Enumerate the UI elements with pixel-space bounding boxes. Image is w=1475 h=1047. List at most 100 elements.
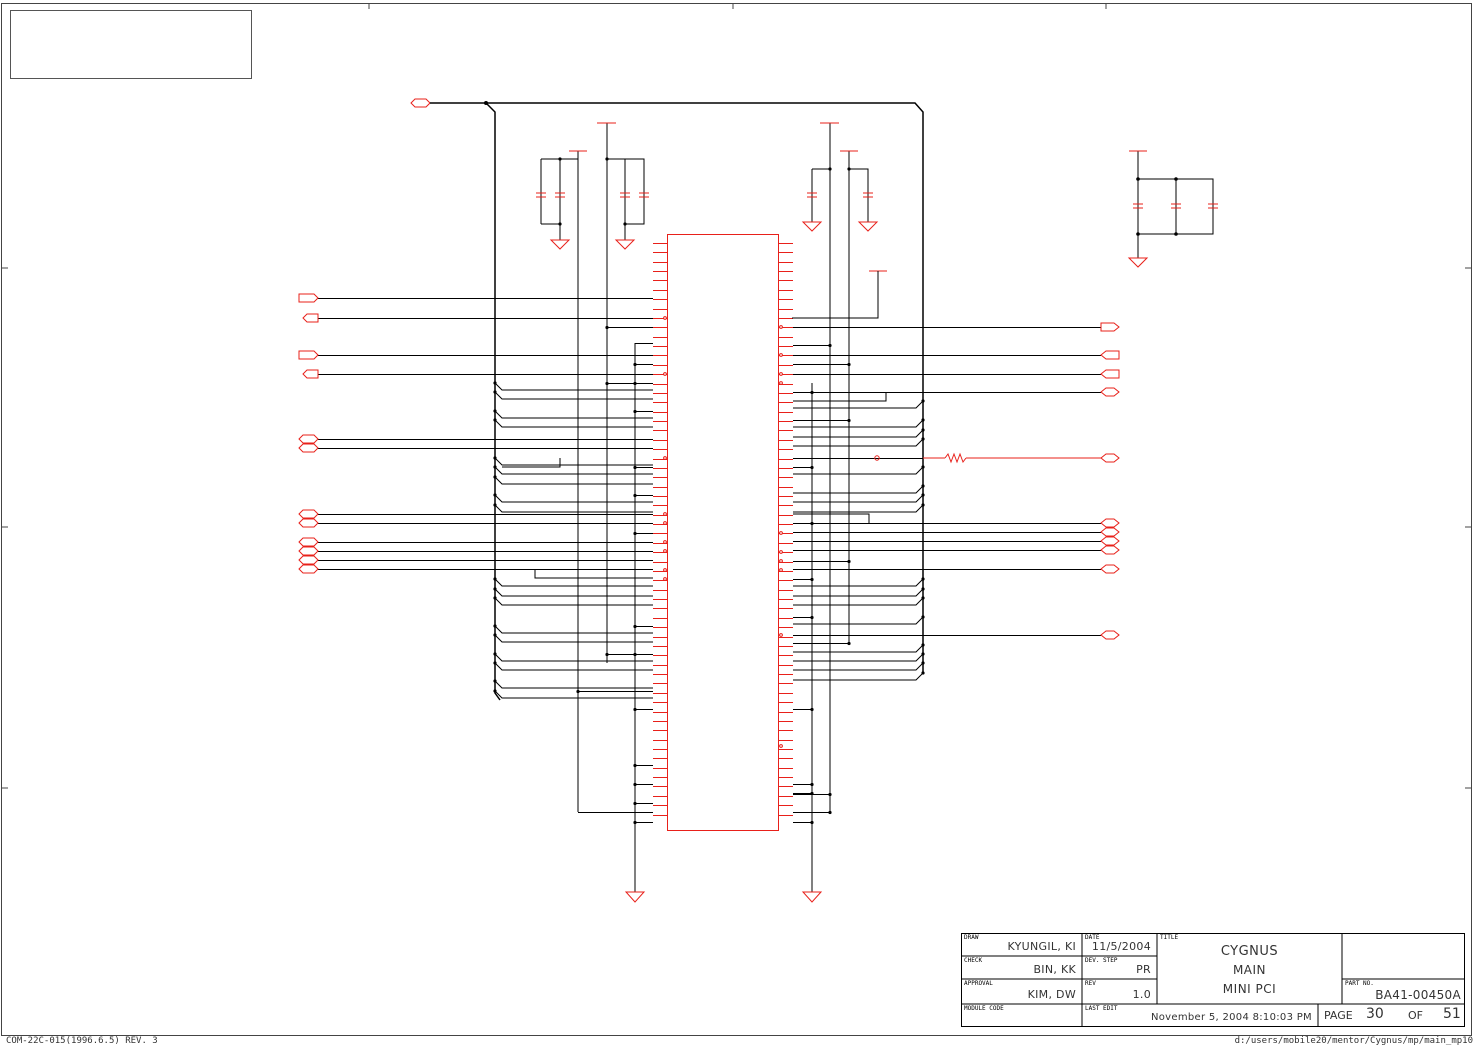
form-code: COM-22C-015(1996.6.5) REV. 3 (6, 1036, 158, 1046)
offpage-connector (298, 546, 319, 556)
approval-value: KIM, DW (1027, 988, 1076, 1001)
rev-header: REV (1085, 980, 1096, 987)
offpage-connector (1100, 369, 1120, 379)
pin-bubble (663, 549, 667, 553)
part-no-header: PART NO. (1345, 980, 1374, 987)
bus-tap (494, 662, 653, 671)
check-value: BIN, KK (1033, 963, 1076, 976)
offpage-connector (1100, 527, 1120, 537)
junction (828, 810, 832, 815)
mini-pci-connector-body (667, 234, 779, 831)
offpage-connector (1100, 350, 1120, 360)
connector-pins-left (653, 243, 667, 816)
pin-bubble (779, 744, 783, 748)
draw-cell: DRAW KYUNGIL, KI (961, 933, 1082, 956)
offpage-connector (1100, 387, 1120, 397)
decoupling-caps-right-symbols (801, 122, 887, 272)
pin-bubble (779, 550, 783, 554)
pin-bubble (779, 325, 783, 329)
check-header: CHECK (964, 957, 983, 964)
bus-tap (494, 588, 653, 597)
bus-tap (793, 653, 924, 662)
pin-bubble (663, 577, 667, 581)
offpage-connector (1100, 322, 1120, 332)
offpage-connector (1100, 453, 1120, 463)
last-edit-header: LAST EDIT (1085, 1005, 1118, 1012)
offpage-connector (298, 555, 319, 565)
dev-step-cell: DEV. STEP PR (1082, 956, 1157, 979)
approval-header: APPROVAL (964, 980, 993, 987)
junction-dots (493, 157, 925, 825)
offpage-connectors-right (1100, 322, 1120, 640)
bus-tap (494, 476, 653, 485)
bus-tap (793, 672, 924, 681)
bus-tap (793, 494, 924, 503)
pin-bubble (663, 316, 667, 320)
pullup-wire (792, 271, 879, 319)
pin-bubble (779, 633, 783, 637)
title-line-1: CYGNUS (1220, 944, 1279, 959)
bus-tap (494, 634, 653, 643)
bus-tap (793, 578, 924, 587)
bus-tap (793, 662, 924, 671)
bus-tap (494, 466, 653, 475)
sheet-border (1, 3, 1472, 1036)
bus-tap (793, 429, 924, 438)
bus-tap (494, 419, 653, 428)
signal-wire (793, 513, 870, 523)
pin-bubble (663, 521, 667, 525)
pin-bubble (663, 568, 667, 572)
module-code-cell: MODULE CODE (961, 1004, 1082, 1026)
offpage-connector (298, 443, 319, 453)
bus-tap (494, 690, 653, 699)
offpage-connector (298, 537, 319, 547)
date-header: DATE (1085, 934, 1100, 941)
page-number: 30 (1366, 1006, 1384, 1022)
series-resistor (874, 452, 1101, 464)
offpage-connector (1100, 518, 1120, 528)
offpage-connector (298, 434, 319, 444)
offpage-connectors-left (298, 293, 319, 574)
pin-bubble (779, 381, 783, 385)
page-label: PAGE (1324, 1009, 1353, 1022)
bus-tap (793, 466, 924, 475)
bus-tap (793, 616, 924, 625)
date-cell: DATE 11/5/2004 (1082, 933, 1157, 956)
bus-tap (494, 504, 653, 513)
offpage-connector (298, 509, 319, 519)
offpage-connector (1100, 564, 1120, 574)
pin-bubble (663, 456, 667, 460)
decoupling-caps-left-symbols (536, 122, 649, 250)
offpage-connector (302, 369, 319, 379)
bus-tap (793, 485, 924, 494)
offpage-connector (298, 518, 319, 528)
offpage-connector (1100, 545, 1120, 555)
bus-tap (494, 625, 653, 634)
check-cell: CHECK BIN, KK (961, 956, 1082, 979)
notes-box (10, 10, 252, 79)
pin-bubble (663, 540, 667, 544)
title-cell: TITLE CYGNUS MAIN MINI PCI (1157, 933, 1342, 1004)
offpage-connector (1100, 630, 1120, 640)
page-total: 51 (1443, 1006, 1461, 1022)
approval-cell: APPROVAL KIM, DW (961, 979, 1082, 1004)
bus-tap (494, 597, 653, 606)
draw-header: DRAW (964, 934, 979, 941)
file-path: d:/users/mobile20/mentor/Cygnus/mp/main_… (1234, 1036, 1473, 1046)
bus-tap (793, 644, 924, 653)
of-label: OF (1408, 1009, 1423, 1022)
draw-value: KYUNGIL, KI (1007, 940, 1076, 953)
bus-tap (494, 391, 653, 400)
decoupling-caps-left (540, 123, 645, 812)
dev-step-value: PR (1136, 963, 1151, 976)
bus-tap (793, 419, 924, 428)
ground-rails (624, 343, 823, 903)
junction (921, 671, 925, 675)
title-block: DRAW KYUNGIL, KI DATE 11/5/2004 CHECK BI… (961, 933, 1465, 1026)
pin-bubble (779, 531, 783, 535)
bus-offpage-connector (410, 98, 431, 108)
part-no-cell: PART NO. BA41-00450A (1342, 979, 1465, 1004)
decoupling-caps-far-right (1127, 150, 1218, 268)
offpage-connector (302, 313, 319, 323)
